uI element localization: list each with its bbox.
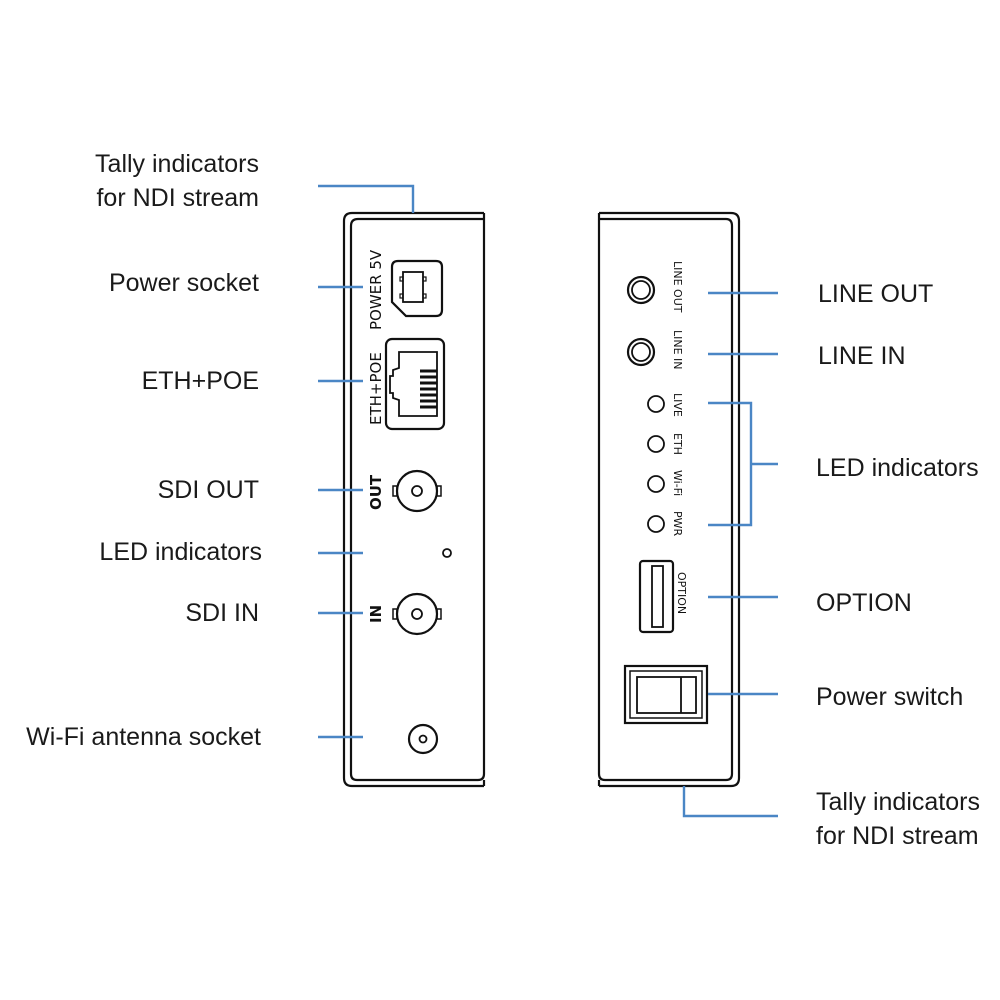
right-panel-inner-frame: [597, 217, 734, 782]
callout-tally-left-line1: Tally indicators: [95, 150, 259, 178]
port-label-eth: ETH+POE: [367, 352, 385, 425]
leader-lines: [318, 184, 778, 818]
callout-led-left: LED indicators: [99, 538, 262, 566]
port-label-option: OPTION: [675, 572, 688, 614]
port-label-led-eth: ETH: [671, 433, 684, 455]
right-panel-outer-frame: [599, 211, 741, 788]
led-pwr-icon: [647, 515, 665, 533]
power-switch-icon: [623, 664, 709, 725]
callout-line-in: LINE IN: [818, 342, 906, 370]
port-label-line-in: LINE IN: [671, 330, 684, 370]
callout-sdi-in: SDI IN: [185, 599, 259, 627]
sdi-in-bnc-icon: [392, 592, 442, 636]
left-device-panel: [342, 211, 486, 788]
leader-line-tally-right: [682, 786, 778, 818]
led-live-icon: [647, 395, 665, 413]
ethernet-port-icon: [384, 337, 446, 431]
led-wifi-icon: [647, 475, 665, 493]
option-usb-slot-icon: [638, 559, 675, 634]
callout-power-switch: Power switch: [816, 683, 964, 711]
led-indicator-dot: [442, 548, 452, 558]
port-label-sdi-out: OUT: [367, 474, 385, 510]
callout-wifi-antenna: Wi-Fi antenna socket: [26, 723, 261, 751]
port-label-led-live: LIVE: [671, 393, 684, 417]
callout-tally-left-line2: for NDI stream: [96, 184, 259, 212]
callout-power-socket: Power socket: [108, 269, 259, 297]
callout-tally-right: Tally indicators for NDI stream: [816, 785, 980, 853]
sdi-out-bnc-icon: [392, 469, 442, 513]
led-eth-icon: [647, 435, 665, 453]
callout-eth-poe: ETH+POE: [141, 367, 259, 395]
callout-tally-right-line1: Tally indicators: [816, 788, 980, 816]
wifi-antenna-socket-icon: [407, 723, 439, 755]
port-label-led-wifi: Wi-Fi: [671, 470, 684, 496]
callout-line-out: LINE OUT: [818, 280, 934, 308]
callout-tally-right-line2: for NDI stream: [816, 822, 979, 850]
callout-sdi-out: SDI OUT: [157, 476, 259, 504]
line-in-jack-icon: [626, 337, 656, 367]
callout-option: OPTION: [816, 589, 912, 617]
port-label-power: POWER 5V: [367, 249, 385, 330]
power-socket-icon: [390, 259, 444, 318]
right-device-panel: [597, 211, 741, 788]
port-label-line-out: LINE OUT: [671, 261, 684, 313]
leader-line-tally-left: [318, 184, 415, 213]
callout-led-right: LED indicators: [816, 454, 979, 482]
line-out-jack-icon: [626, 275, 656, 305]
left-panel-outer-frame: [342, 211, 484, 788]
left-panel-inner-frame: [349, 217, 486, 782]
callout-tally-left: Tally indicators for NDI stream: [95, 147, 259, 215]
port-label-sdi-in: IN: [367, 605, 385, 623]
leader-line-led-right-bracket: [708, 401, 778, 527]
port-label-led-pwr: PWR: [671, 511, 684, 537]
